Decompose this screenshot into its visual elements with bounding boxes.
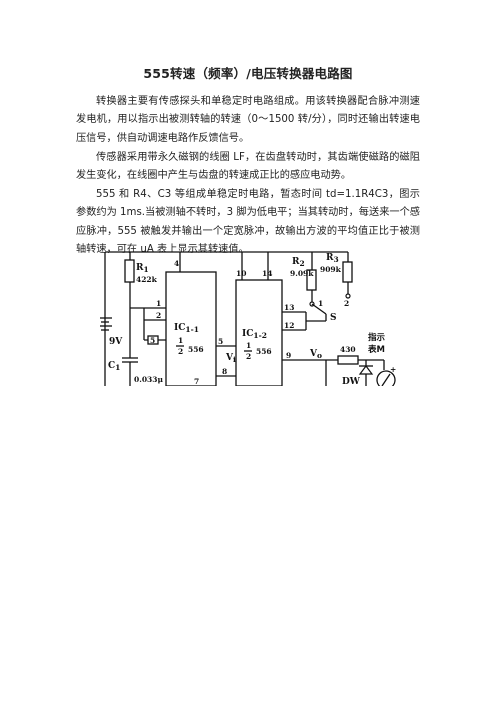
pin-1-label: 1 — [156, 299, 161, 308]
meter-icon — [376, 370, 396, 386]
vo-label: Vo — [309, 349, 322, 360]
ic2-part: 556 — [256, 347, 272, 356]
pin-7-label: 7 — [194, 377, 199, 386]
pin-8-label: 8 — [222, 367, 227, 376]
switch-pos-1: 1 — [318, 299, 323, 308]
pin-12-label: 12 — [284, 321, 294, 330]
meter-label-1: 指示 — [368, 332, 386, 343]
r2-label: R2 — [292, 257, 305, 268]
ic1-1-box — [165, 271, 217, 386]
r1-value: 422k — [136, 275, 158, 284]
r2-value: 9.09k — [290, 269, 314, 278]
pin-13-label: 13 — [284, 303, 294, 312]
c1-value: 0.033μ — [134, 375, 163, 384]
ic1-2-box — [235, 279, 283, 386]
pin-9-label: 9 — [286, 351, 291, 360]
ic2-half-den: 2 — [246, 352, 251, 361]
resistor-r1 — [124, 259, 135, 283]
supply-label: 9V — [109, 337, 123, 347]
paragraph-1: 转换器主要有传感探头和单稳定时电路组成。用该转换器配合脉冲测速发电机，用以指示出… — [76, 96, 420, 144]
c1-label: C1 — [108, 361, 120, 372]
dw-label: DW — [342, 377, 361, 386]
switch-pos-2: 2 — [344, 299, 349, 308]
r3-label: R3 — [326, 253, 339, 264]
zener-diode — [358, 365, 374, 375]
ic2-half-num: 1 — [246, 341, 251, 350]
page-title: 555转速（频率）/电压转换器电路图 — [143, 66, 353, 81]
pin-2-label: 2 — [156, 311, 161, 320]
r1-label: R1 — [136, 263, 149, 274]
paragraph-3: 555 和 R4、C3 等组成单稳定时电路，暂态时间 td=1.1R4C3，图示… — [76, 189, 420, 256]
switch-label: S — [330, 313, 337, 323]
pin-5-block — [147, 335, 159, 345]
pin-10-label: 10 — [236, 269, 246, 278]
meter-plus: + — [390, 365, 396, 374]
ic2-label: IC1-2 — [242, 329, 267, 340]
resistor-430 — [337, 355, 359, 365]
meter-label-2: 表M — [367, 344, 385, 355]
pin-5b-label: 5 — [218, 337, 223, 346]
paragraph-2: 传感器采用带永久磁钢的线圈 LF，在齿盘转动时，其齿端使磁路的磁阻发生变化，在线… — [76, 152, 420, 182]
pin-14-label: 14 — [262, 269, 272, 278]
r3-value: 909k — [320, 265, 342, 274]
r-out-value: 430 — [340, 345, 356, 354]
vi-label: Vi — [225, 353, 236, 364]
pin-4-label: 4 — [174, 259, 179, 268]
resistor-r3 — [342, 261, 353, 283]
ic1-label: IC1-1 — [174, 323, 199, 334]
battery-symbol — [100, 317, 112, 331]
ic1-half-num: 1 — [178, 336, 183, 345]
circuit-diagram: 9V R1 422k 1 2 5 C1 0.033μ 4 — [100, 248, 398, 386]
pin-5a-label: 5 — [150, 336, 155, 345]
ic1-part: 556 — [188, 345, 204, 354]
ic1-half-den: 2 — [178, 347, 183, 356]
